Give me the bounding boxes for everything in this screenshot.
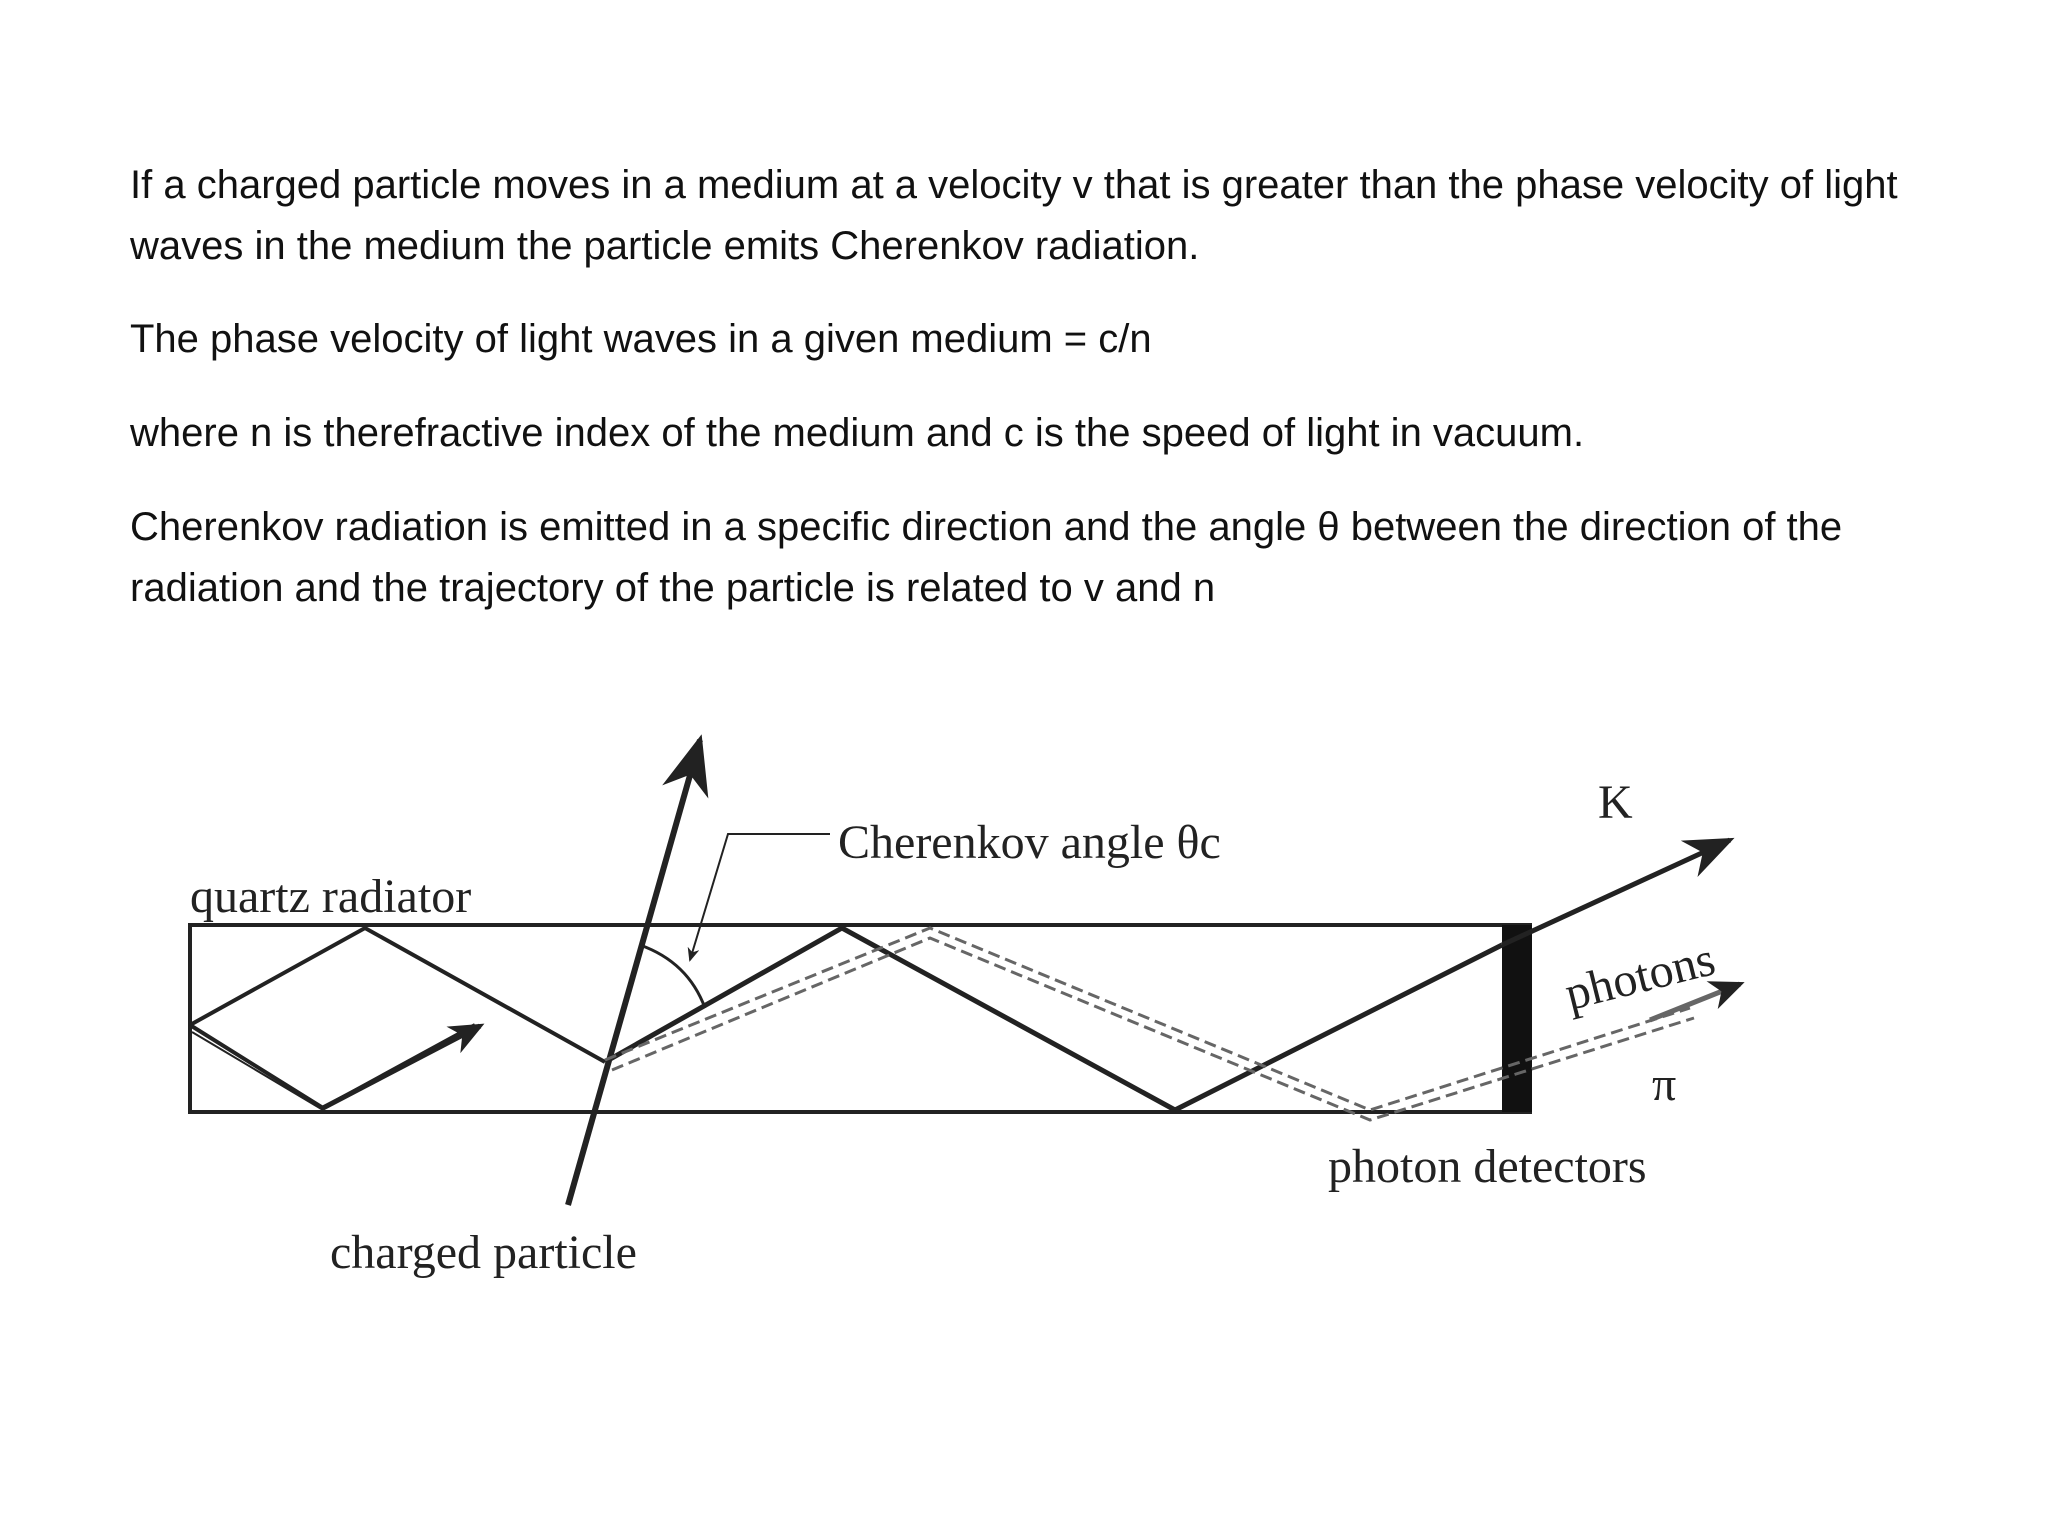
photon-detector-bar — [1502, 925, 1532, 1112]
refractive-index-paragraph: where n is therefractive index of the me… — [130, 411, 1585, 455]
pi-photon-path — [604, 926, 1695, 1122]
charged-particle-track — [565, 734, 709, 1206]
quartz-radiator-label: quartz radiator — [190, 870, 471, 923]
k-photon-path — [603, 925, 1504, 1113]
cherenkov-angle-label: Cherenkov angle θc — [838, 816, 1221, 869]
cherenkov-angle-paragraph: Cherenkov radiation is emitted in a spec… — [130, 505, 1843, 610]
phase-velocity-paragraph: The phase velocity of light waves in a g… — [130, 317, 1152, 361]
charged-particle-label: charged particle — [330, 1226, 637, 1279]
pi-exit-arrow — [1649, 981, 1745, 1023]
cherenkov-angle-leader — [687, 833, 830, 962]
intro-paragraph: If a charged particle moves in a medium … — [130, 163, 1898, 268]
left-reflections — [188, 925, 606, 1111]
pi-label: π — [1652, 1058, 1676, 1111]
photons-label: photons — [1560, 932, 1720, 1020]
quartz-radiator-bar — [188, 923, 1532, 1114]
cherenkov-angle-arc — [639, 943, 707, 1009]
photon-detectors-label: photon detectors — [1328, 1140, 1647, 1193]
bounce-direction-arrow — [321, 1023, 485, 1111]
k-exit-arrow — [1500, 837, 1735, 948]
k-label: K — [1598, 776, 1633, 829]
